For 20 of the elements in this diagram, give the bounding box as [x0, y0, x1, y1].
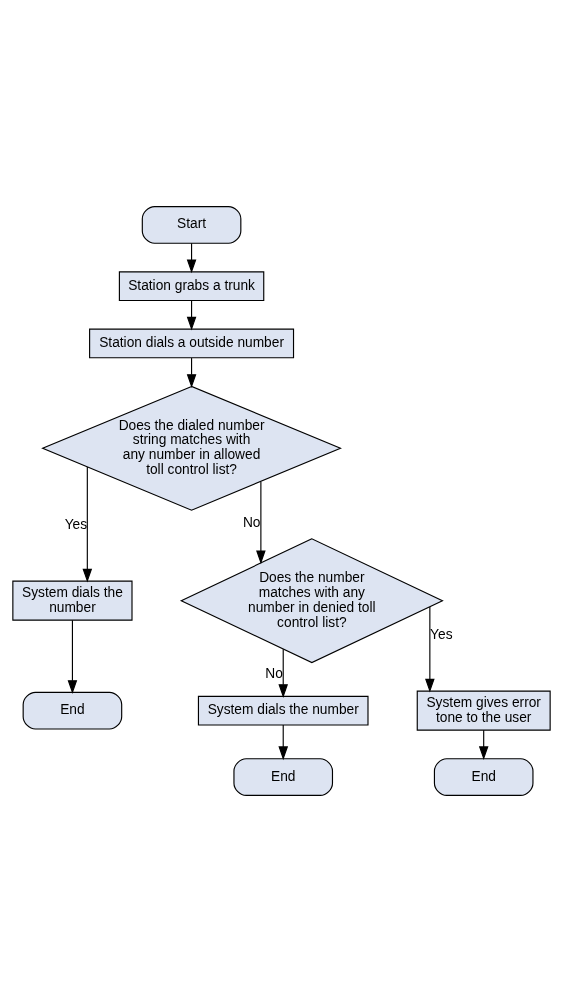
node-box: End	[233, 758, 334, 796]
edge-label: Yes	[430, 627, 453, 643]
edge-label: No	[242, 515, 261, 531]
node-box: Station dials a outside number	[89, 328, 295, 359]
node-box: End	[433, 758, 534, 796]
arrow	[256, 481, 266, 565]
node-box: End	[22, 691, 123, 730]
node-box: Start	[141, 206, 242, 244]
node-box: System dials the number	[197, 695, 369, 726]
arrow	[67, 619, 78, 694]
node-box: System gives error tone to the user	[416, 690, 551, 731]
arrow	[425, 606, 435, 693]
arrow	[278, 724, 289, 761]
edge-label: Yes	[64, 517, 88, 533]
node-box: System dials the number	[12, 580, 133, 621]
edge-label: No	[265, 665, 283, 681]
arrow	[278, 648, 289, 698]
node-diamond: Does the dialed number string matches with any number in allowed toll control list?	[41, 385, 342, 511]
arrow	[82, 466, 93, 583]
node-box: Station grabs a trunk	[118, 271, 265, 302]
